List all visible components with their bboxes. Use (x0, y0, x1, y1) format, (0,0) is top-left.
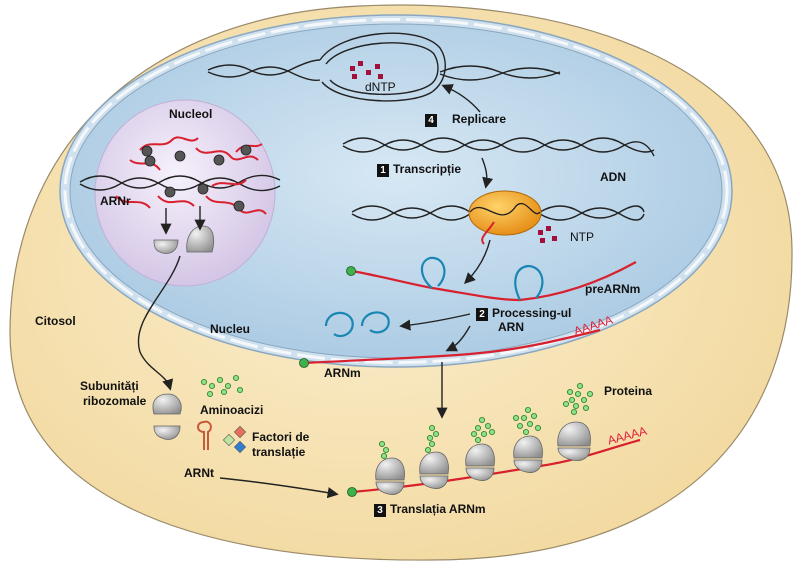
pre-mrna (351, 256, 637, 302)
pre-mrna-cap (346, 266, 356, 276)
label-adn: ADN (600, 170, 626, 184)
nucleolus-subunits (153, 225, 215, 254)
label-processing-1: Processing-ul (492, 306, 572, 320)
protein-chains (378, 382, 594, 460)
mrna-cytosol-cap (347, 487, 357, 497)
step-2-row: 2 Processing-ul (476, 306, 571, 321)
label-nucleol: Nucleol (169, 107, 213, 121)
rna-polymerase (468, 190, 542, 236)
label-arnt: ARNt (184, 466, 214, 480)
label-dntp: dNTP (365, 80, 396, 94)
label-subunitati-1: Subunități (80, 379, 139, 393)
label-nucleu: Nucleu (210, 322, 251, 336)
label-factori-1: Factori de (252, 430, 310, 444)
label-factori-2: translație (252, 445, 306, 459)
dna-helix-nucleolus (79, 174, 281, 192)
label-replicare: Replicare (452, 112, 507, 126)
rrna-protein-dots (141, 144, 252, 212)
label-arnm: ARNm (324, 366, 361, 380)
trna (197, 420, 212, 450)
label-subunitati-2: ribozomale (83, 394, 147, 408)
mrna-nucleus (303, 328, 601, 365)
amino-acids (200, 374, 244, 398)
dntp-squares (350, 61, 383, 79)
dna-helix-polymerase (351, 205, 645, 221)
label-processing-2: ARN (498, 320, 524, 334)
label-arnr: ARNr (100, 194, 131, 208)
step-1-row: 1 Transcripție (377, 162, 461, 177)
label-prearnm: preARNm (585, 282, 641, 296)
excised-introns (324, 311, 390, 338)
label-transcriptie: Transcripție (393, 162, 462, 176)
dna-inside-polymerase (469, 203, 541, 216)
nucleolus (94, 99, 276, 287)
label-ntp: NTP (570, 230, 594, 244)
step-4-row: 4 (425, 112, 441, 127)
nascent-rna (481, 221, 495, 245)
translation-factors (222, 425, 247, 454)
arrows (137, 84, 494, 499)
label-citosol: Citosol (35, 314, 76, 328)
label-proteina: Proteina (604, 384, 653, 398)
label-translatia: Translația ARNm (390, 502, 486, 516)
step-2-badge: 2 (476, 308, 488, 321)
mrna-cap (299, 358, 309, 368)
step-4-badge: 4 (425, 114, 437, 127)
polysome (375, 421, 591, 495)
step-1-badge: 1 (377, 164, 389, 177)
cytosol-subunits (152, 393, 182, 440)
nuclear-pores (63, 18, 729, 364)
dna-helix-transcription (342, 137, 655, 157)
ntp-squares (538, 226, 557, 243)
step-3-badge: 3 (374, 504, 386, 517)
step-3-row: 3 Translația ARNm (374, 502, 486, 517)
dna-helix-replication (207, 32, 561, 102)
label-aminoacizi: Aminoacizi (200, 403, 264, 417)
